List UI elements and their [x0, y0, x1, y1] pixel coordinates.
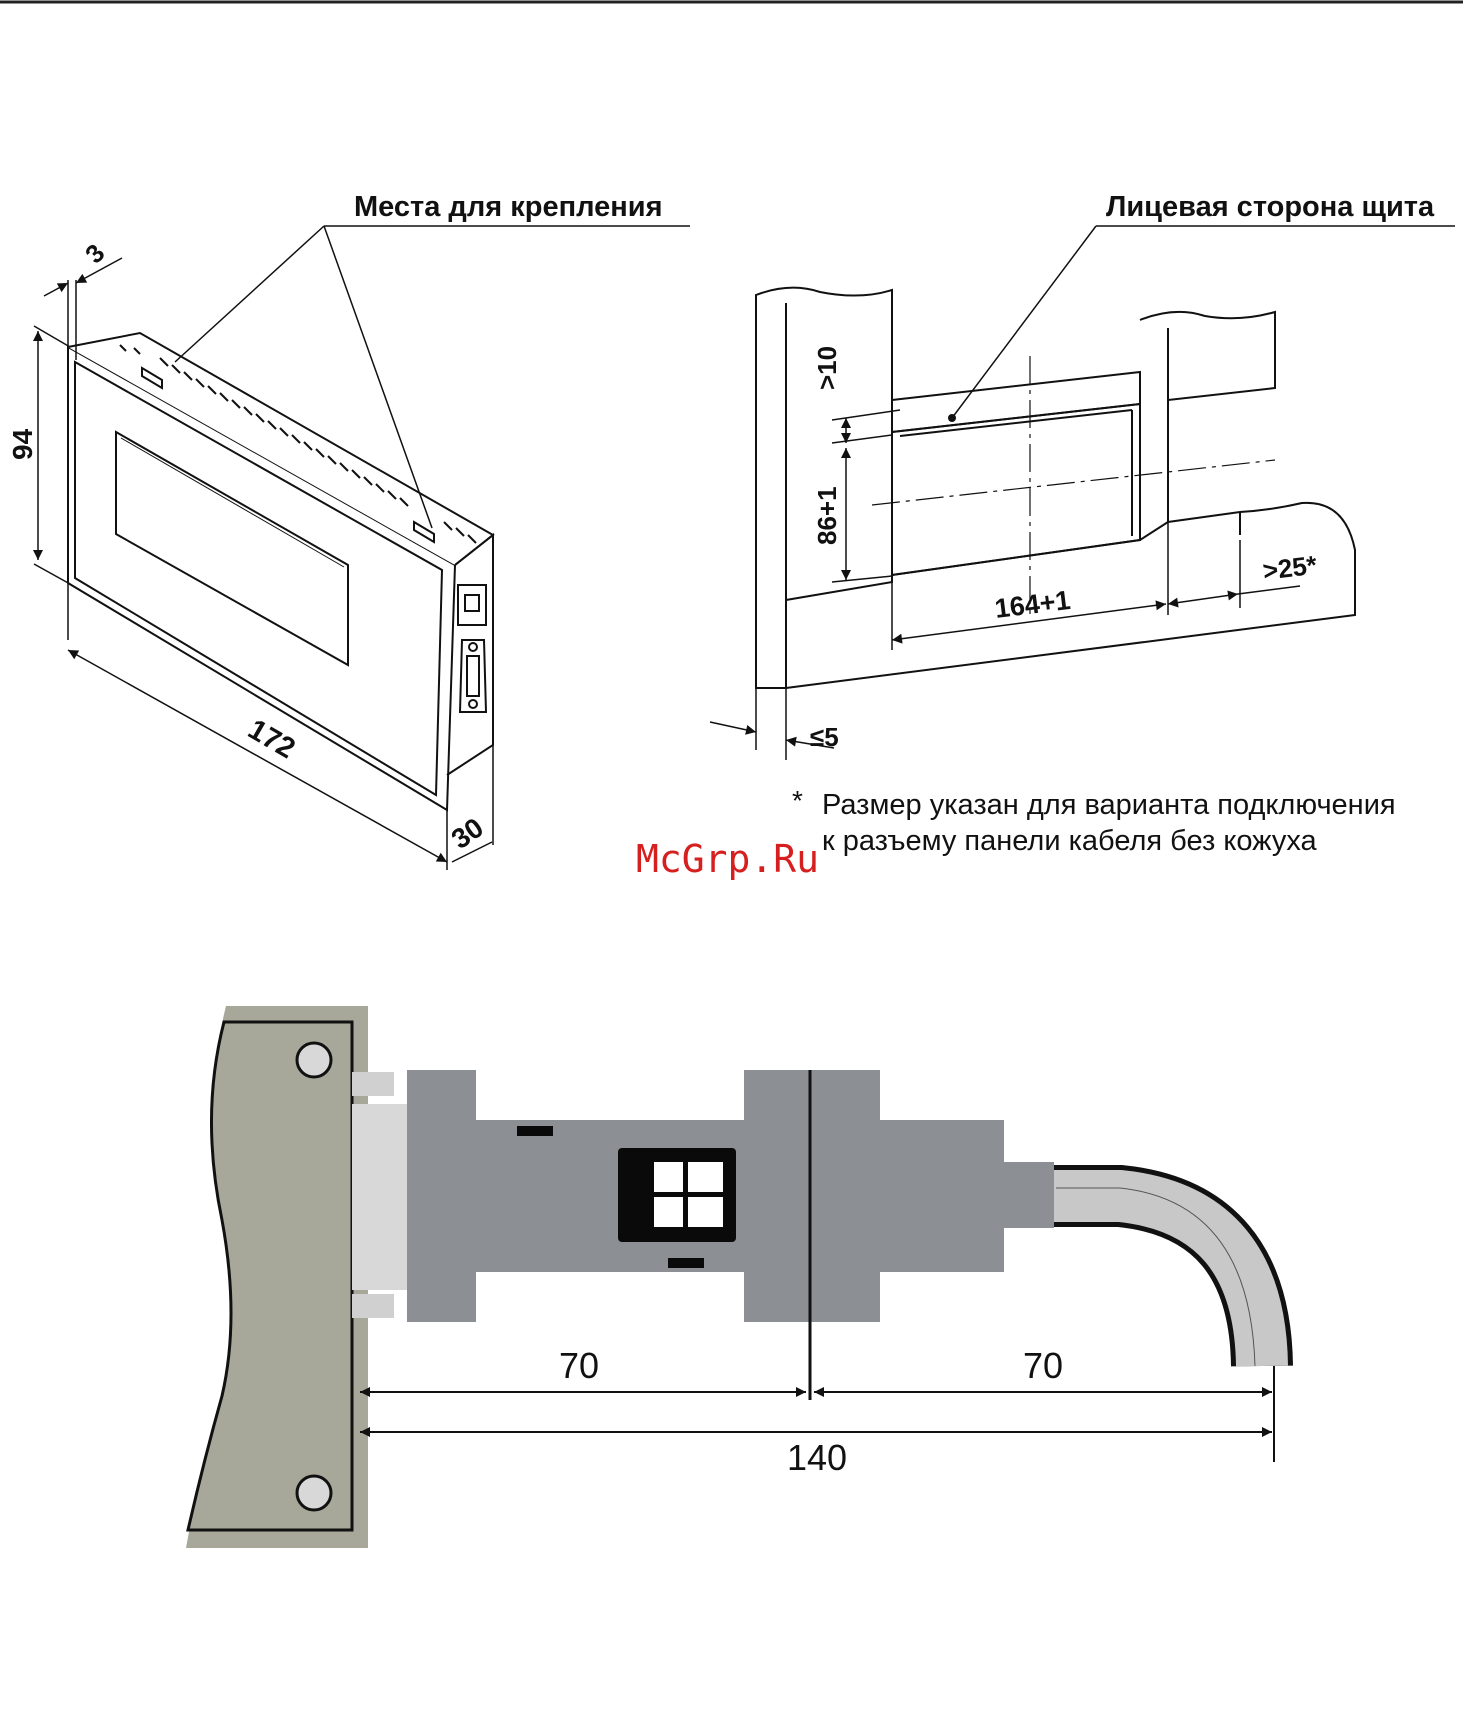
dim-left-segment: 70 — [559, 1345, 599, 1386]
face-callout-label: Лицевая сторона щита — [1106, 191, 1435, 223]
face-callout: Лицевая сторона щита — [948, 191, 1455, 422]
usb-port-icon — [458, 585, 486, 625]
dim-flange: 3 — [79, 238, 110, 269]
footnote-mark: * — [792, 785, 803, 816]
dim-total: 140 — [787, 1437, 847, 1478]
dim-width: 172 — [243, 713, 301, 765]
dim-height: 94 — [7, 428, 38, 460]
db9-port-icon — [460, 640, 486, 712]
footnote-line-1: Размер указан для варианта подключения — [822, 789, 1396, 821]
dim-cutout-height: 86+1 — [812, 486, 842, 545]
dim-depth: 30 — [446, 812, 489, 855]
watermark: McGrp.Ru — [636, 837, 819, 881]
dim-side-gap: >25* — [1261, 549, 1319, 585]
dim-panel-thickness: ≤5 — [810, 722, 839, 752]
db9-connector-icon — [352, 1070, 1054, 1400]
footnote: * Размер указан для варианта подключения… — [792, 785, 1396, 857]
mount-callout-label: Места для крепления — [354, 191, 663, 223]
dim-right-segment: 70 — [1023, 1345, 1063, 1386]
cable-icon — [1054, 1188, 1262, 1366]
dim-top-gap: >10 — [812, 346, 842, 390]
mounting-panel — [186, 1006, 368, 1548]
footnote-line-2: к разъему панели кабеля без кожуха — [822, 825, 1318, 857]
